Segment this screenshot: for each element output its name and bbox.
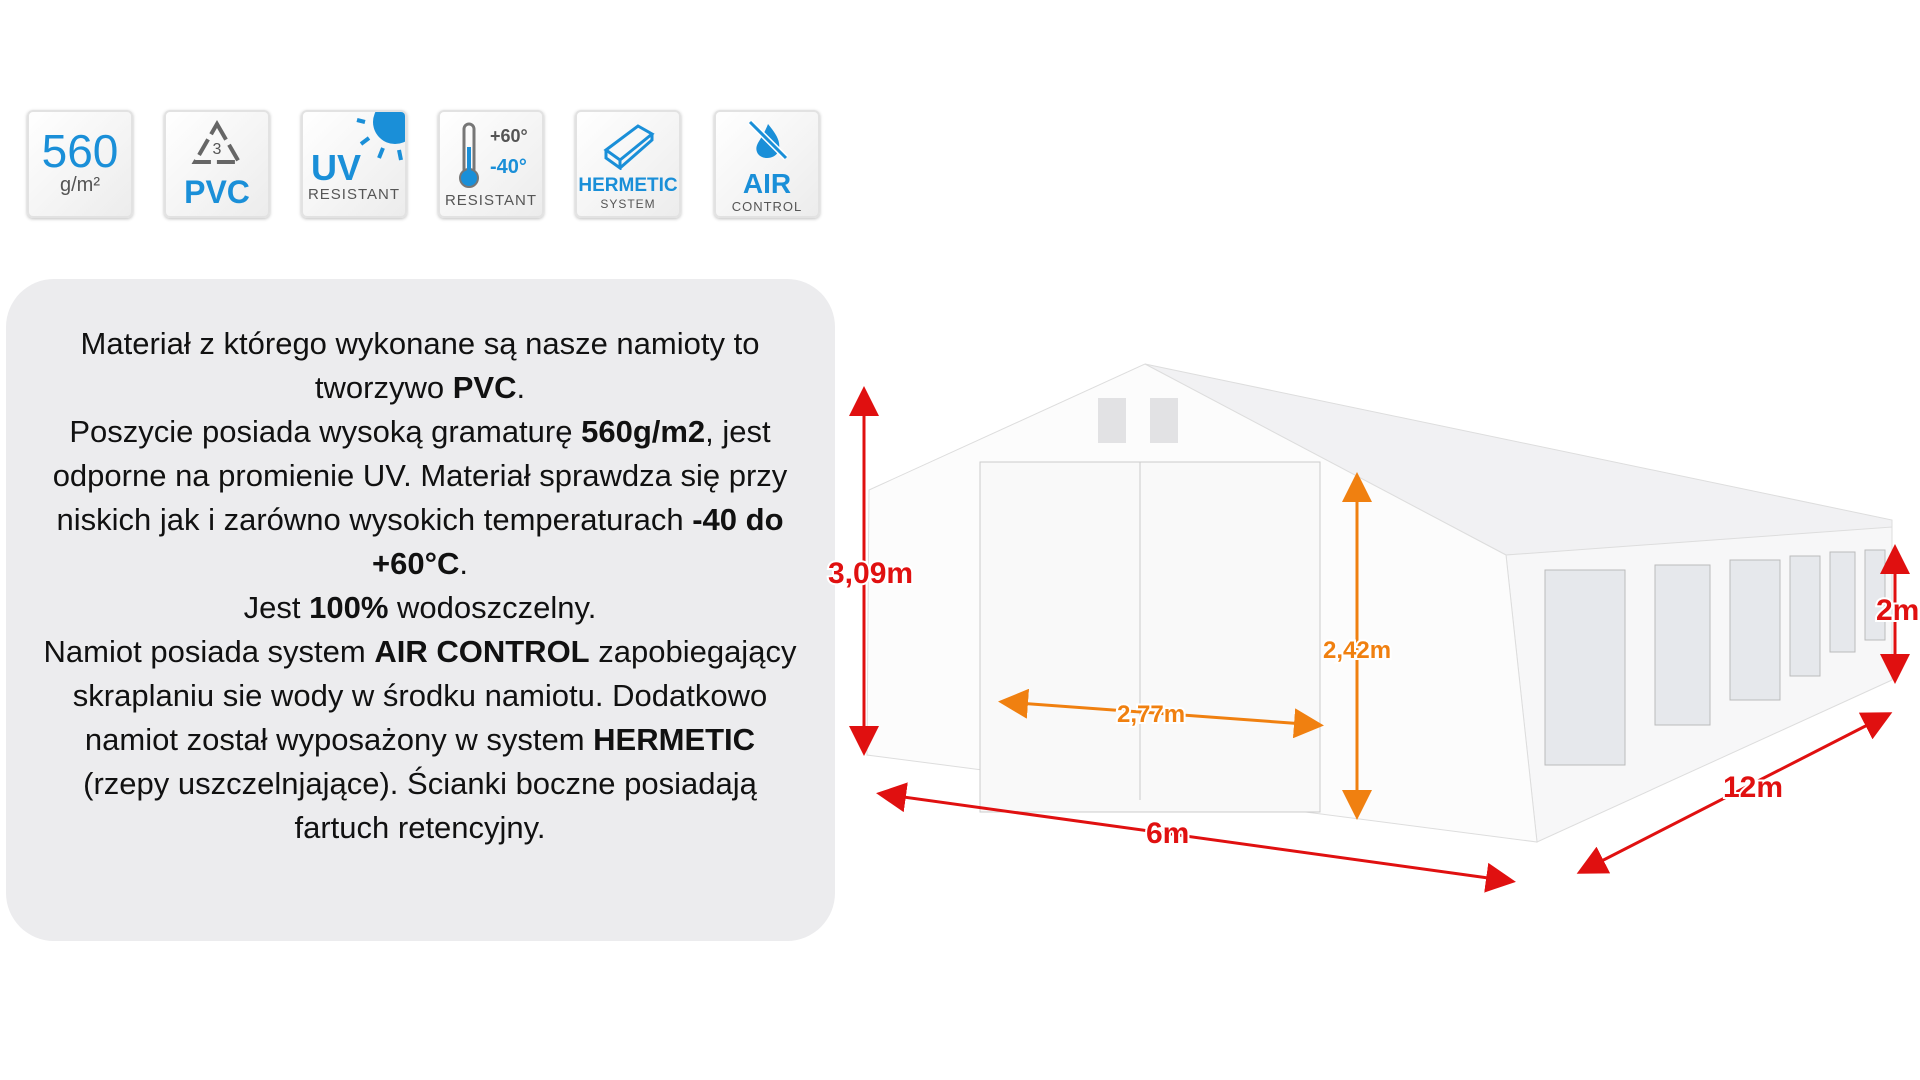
desc-text: , jest odporne na promienie UV. Materiał…	[52, 414, 788, 537]
badge-hot: +60°	[490, 126, 528, 146]
width-label: 6m	[1146, 817, 1189, 850]
badge-air-control: AIR CONTROL	[714, 110, 820, 218]
dimension-height-total: 3,09m	[826, 386, 915, 756]
desc-text: .	[516, 370, 526, 405]
dimension-door-width: 2,77m	[998, 688, 1324, 739]
desc-text: zapobiegający skraplaniu sie wody w środ…	[72, 634, 797, 757]
badge-main: 560	[41, 125, 119, 177]
desc-text: .	[459, 546, 468, 581]
dimension-door-height: 2,42m	[1321, 472, 1393, 820]
badge-main: AIR	[742, 168, 792, 199]
door-width-label: 2,77m	[1117, 701, 1185, 728]
badge-sub: RESISTANT	[444, 192, 538, 209]
badge-temperature: +60° -40° RESISTANT	[438, 110, 544, 218]
desc-text: wodoszczelny.	[388, 590, 597, 625]
badge-sub: RESISTANT	[307, 186, 401, 203]
desc-bold: AIR CONTROL	[374, 634, 590, 669]
badge-uv: UV RESISTANT	[301, 110, 407, 218]
badge-main: UV	[311, 147, 362, 188]
desc-bold: HERMETIC	[593, 722, 756, 757]
desc-bold: PVC	[452, 370, 517, 405]
desc-text: Jest	[243, 590, 310, 625]
badge-cold: -40°	[490, 156, 527, 178]
badge-main: PVC	[184, 174, 250, 210]
wall-height-label: 2m	[1876, 594, 1919, 627]
badge-560-gsm: 560 g/m²	[27, 110, 133, 218]
length-label: 12m	[1723, 771, 1783, 804]
height-total-label: 3,09m	[828, 557, 913, 590]
badge-main: HERMETIC	[578, 175, 678, 196]
desc-bold: -40 do +60°C	[372, 502, 784, 581]
badge-sub: CONTROL	[731, 199, 803, 214]
desc-text: Materiał z którego wykonane są nasze nam…	[80, 326, 760, 405]
desc-bold: 560g/m2	[581, 414, 706, 449]
recycle-number: 3	[213, 141, 222, 158]
recycle-icon: 3	[191, 120, 243, 164]
badge-sub: g/m²	[60, 174, 100, 196]
desc-text: Namiot posiada system	[43, 634, 375, 669]
velcro-icon	[603, 124, 655, 171]
dimension-width: 6m	[876, 782, 1516, 893]
desc-bold: 100%	[309, 590, 389, 625]
desc-text: Poszycie posiada wysoką gramaturę	[69, 414, 582, 449]
no-fire-icon	[747, 119, 789, 161]
sun-icon	[356, 112, 405, 161]
badge-sub: SYSTEM	[600, 197, 656, 211]
desc-text: (rzepy uszczelnjające). Ścianki boczne p…	[83, 766, 757, 845]
thermometer-icon	[459, 122, 479, 188]
dimension-wall-height: 2m	[1874, 544, 1920, 684]
door-height-label: 2,42m	[1323, 637, 1391, 664]
description-panel	[6, 279, 835, 941]
badge-hermetic: HERMETIC SYSTEM	[575, 110, 681, 218]
dimension-length: 12m	[1576, 712, 1893, 874]
badge-pvc: 3 PVC	[164, 110, 270, 218]
description-text: Materiał z którego wykonane są nasze nam…	[40, 322, 800, 850]
